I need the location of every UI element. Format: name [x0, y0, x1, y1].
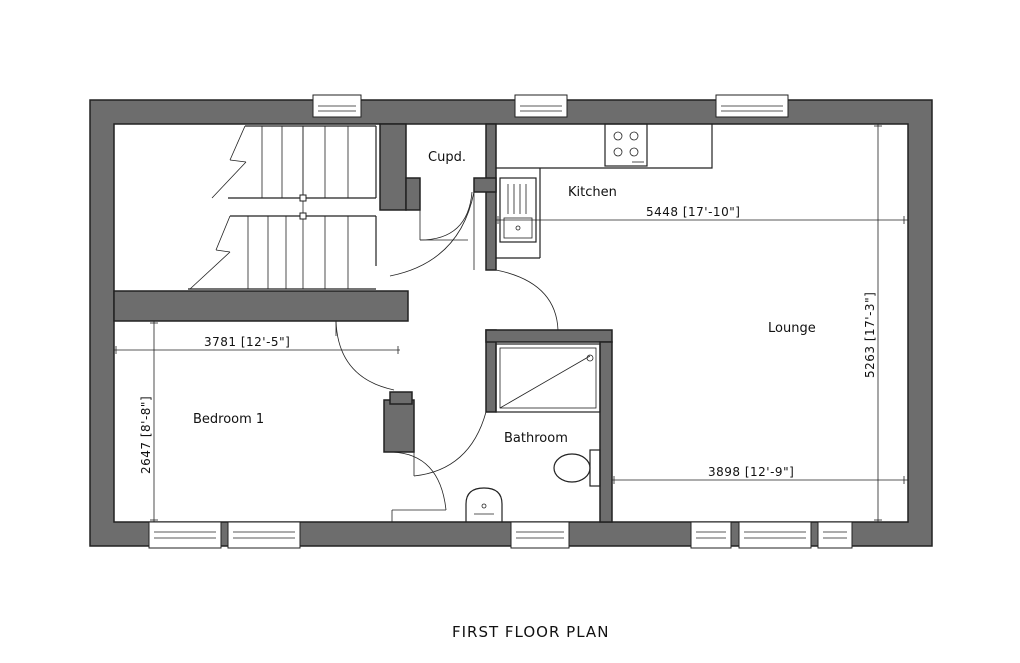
kitchen-fittings	[496, 123, 713, 259]
room-label-cupboard: Cupd.	[428, 150, 466, 165]
interior-walls	[113, 123, 613, 523]
bedroom-lower-door	[391, 451, 447, 522]
dimension-kitchen-lounge-width: 5448 [17'-10"]	[646, 205, 740, 219]
windows	[148, 94, 853, 549]
window	[690, 521, 732, 549]
window	[227, 521, 301, 549]
dimension-lounge-depth: 5263 [17'-3"]	[863, 292, 877, 378]
doors	[335, 191, 559, 522]
dimension-bedroom-depth: 2647 [8'-8"]	[139, 396, 153, 474]
window	[510, 521, 570, 549]
window	[148, 521, 222, 549]
bedroom-door	[335, 320, 395, 391]
staircase	[188, 125, 377, 290]
plan-title: FIRST FLOOR PLAN	[452, 623, 609, 641]
room-label-kitchen: Kitchen	[568, 185, 617, 200]
room-label-bedroom: Bedroom 1	[193, 412, 264, 427]
hob-icon	[604, 123, 648, 167]
bathroom-door	[413, 411, 487, 477]
toilet-icon	[553, 449, 601, 487]
kitchen-door	[389, 191, 475, 277]
lounge-door	[495, 269, 559, 331]
cupboard-door	[419, 191, 473, 241]
window	[312, 94, 362, 118]
basin-icon	[465, 487, 503, 522]
room-label-lounge: Lounge	[768, 321, 816, 336]
window	[715, 94, 789, 118]
dimension-bedroom-width: 3781 [12'-5"]	[204, 335, 290, 349]
dimension-lines	[114, 124, 908, 522]
bath-icon	[495, 343, 601, 413]
sink-icon	[499, 177, 537, 243]
room-label-bathroom: Bathroom	[504, 431, 568, 446]
window	[738, 521, 812, 549]
bathroom-fittings	[465, 343, 601, 522]
window	[817, 521, 853, 549]
window	[514, 94, 568, 118]
dimension-lounge-lower-width: 3898 [12'-9"]	[708, 465, 794, 479]
